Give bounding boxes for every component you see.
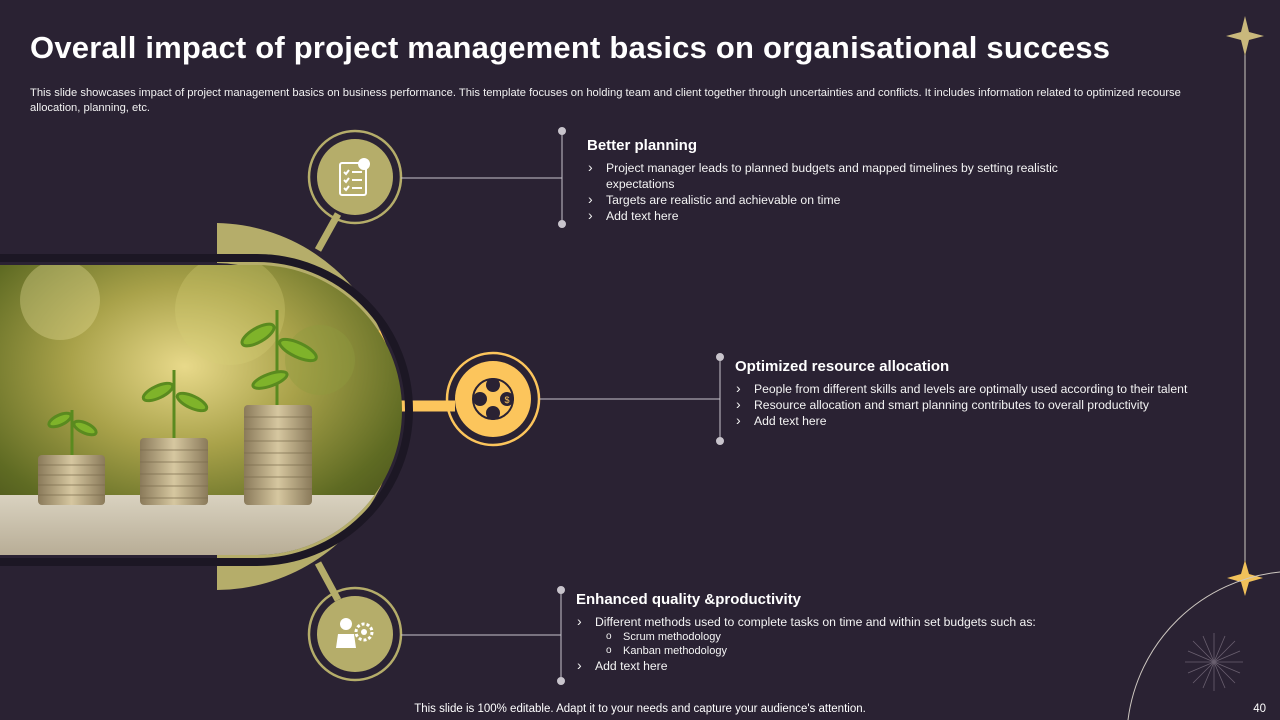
sparkle-icon bbox=[1227, 560, 1263, 596]
icon-circle-bottom bbox=[307, 586, 403, 682]
section-heading: Enhanced quality &productivity bbox=[576, 591, 802, 608]
sub-list-item: Scrum methodology bbox=[576, 630, 1106, 644]
footer-note: This slide is 100% editable. Adapt it to… bbox=[414, 703, 866, 715]
page-title: Overall impact of project management bas… bbox=[30, 30, 1111, 65]
list-item: People from different skills and levels … bbox=[735, 380, 1190, 397]
list-item: Resource allocation and smart planning c… bbox=[735, 396, 1190, 413]
connector-bottom bbox=[314, 561, 342, 602]
section-better-planning: Better planning Project manager leads to… bbox=[587, 137, 1107, 224]
bullet-list: People from different skills and levels … bbox=[735, 380, 1190, 429]
resource-network-icon: $ bbox=[472, 378, 514, 420]
list-item: Add text here bbox=[576, 657, 1106, 674]
manager-gear-icon bbox=[336, 618, 374, 648]
sub-list-item: Kanban methodology bbox=[576, 644, 1106, 658]
starburst-icon bbox=[1185, 633, 1243, 691]
svg-text:$: $ bbox=[504, 395, 509, 405]
icon-circle-top bbox=[307, 129, 403, 225]
leader-lines bbox=[401, 127, 724, 685]
list-item: Add text here bbox=[735, 412, 1190, 429]
list-item: Targets are realistic and achievable on … bbox=[587, 191, 1107, 208]
list-item: Project manager leads to planned budgets… bbox=[587, 159, 1107, 192]
list-item: Different methods used to complete tasks… bbox=[576, 613, 1106, 630]
section-heading: Better planning bbox=[587, 137, 698, 154]
photo-frame bbox=[0, 254, 413, 566]
coin-stacks-photo bbox=[0, 265, 402, 555]
bullet-list: Different methods used to complete tasks… bbox=[576, 613, 1106, 674]
sparkle-icon bbox=[1226, 16, 1264, 56]
page-number: 40 bbox=[1253, 703, 1266, 715]
section-resource-allocation: Optimized resource allocation People fro… bbox=[735, 358, 1190, 429]
section-quality-productivity: Enhanced quality &productivity Different… bbox=[576, 591, 1106, 674]
page-subtitle: This slide showcases impact of project m… bbox=[30, 87, 1181, 114]
decor-right-line bbox=[1127, 16, 1280, 720]
checklist-icon bbox=[339, 158, 370, 196]
section-heading: Optimized resource allocation bbox=[735, 358, 950, 375]
list-item: Add text here bbox=[587, 207, 1107, 224]
bullet-list: Project manager leads to planned budgets… bbox=[587, 159, 1107, 224]
icon-circle-middle bbox=[445, 351, 541, 447]
connector-top bbox=[314, 212, 342, 252]
